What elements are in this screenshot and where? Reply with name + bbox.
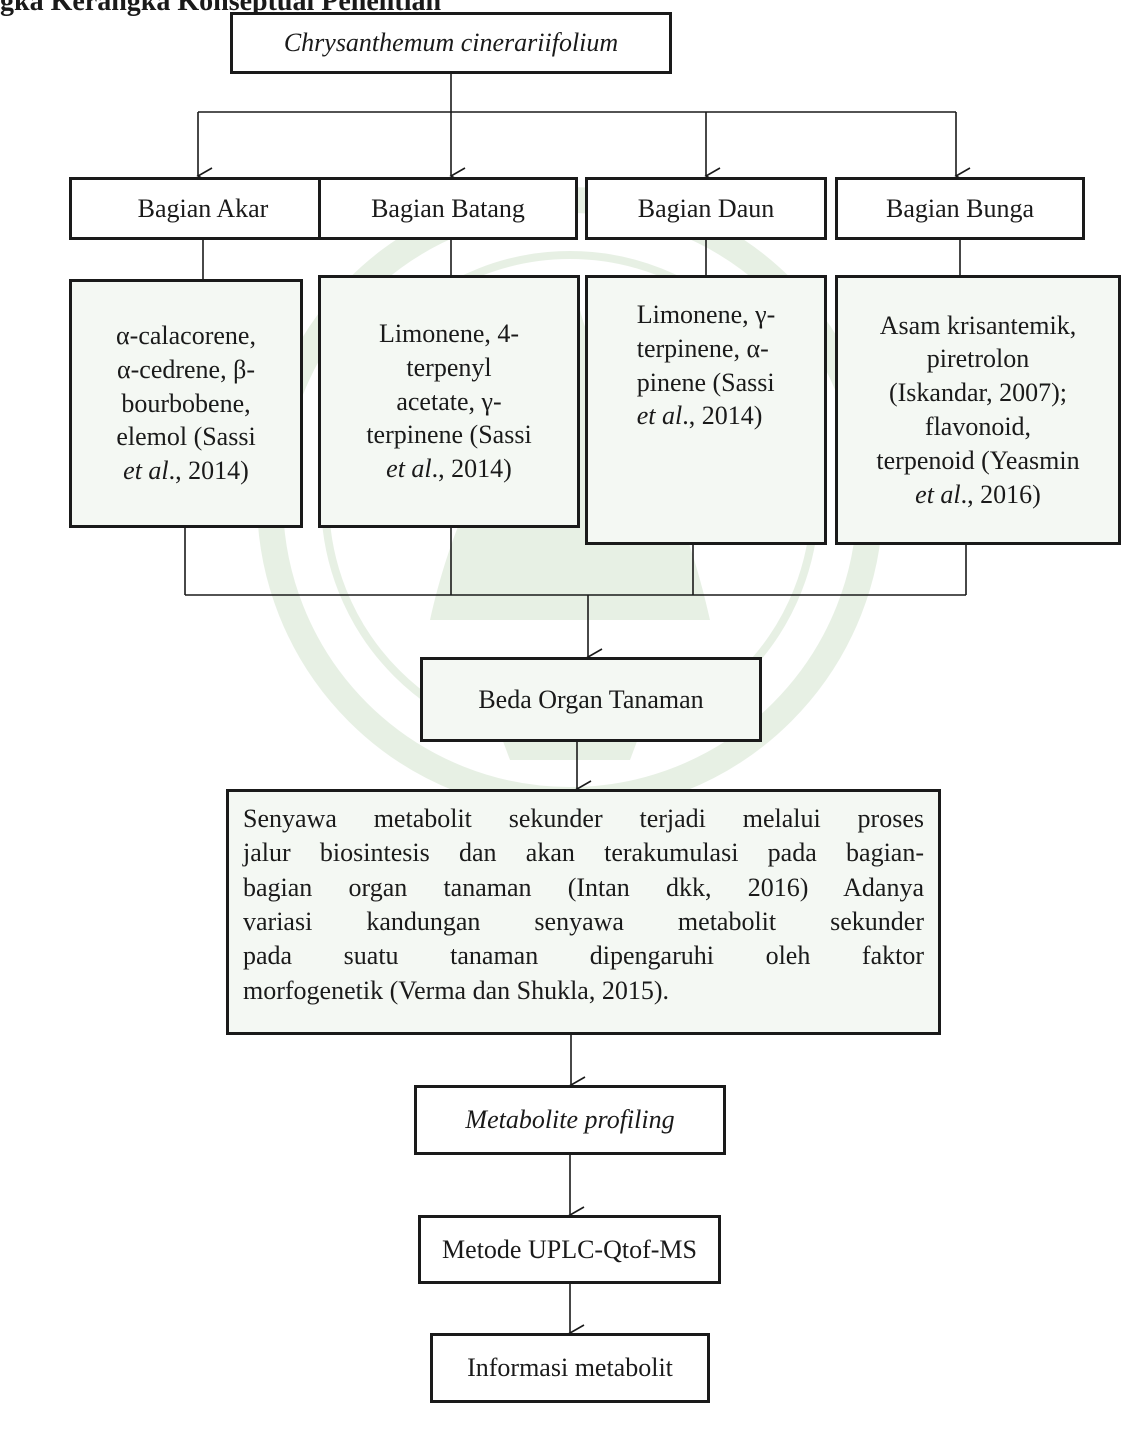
root-node: Chrysanthemum cinerariifolium [230,12,672,74]
compound-line: terpenoid (Yeasmin [876,445,1080,475]
compound-line: Limonene, γ- [636,300,776,329]
compound-line: (Iskandar, 2007); [888,378,1067,408]
explanation-line: jalur biosintesis dan akan terakumulasi … [243,838,924,868]
compound-line: α-calacorene, [116,321,256,350]
compound-line: pinene (Sassi [636,367,775,397]
result-label: Informasi metabolit [467,1353,673,1383]
part-label: Bagian Bunga [885,193,1035,223]
compound-line: flavonoid, [924,412,1032,441]
compound-line: elemol (Sassi [116,422,256,452]
explanation-node: Senyawa metabolit sekunder terjadi melal… [226,789,941,1035]
compound-line: terpinene, α- [636,333,769,363]
explanation-line: pada suatu tanaman dipengaruhi oleh fakt… [243,941,924,971]
compound-citation: et al., 2014) [386,454,512,484]
compound-line: terpinene (Sassi [366,420,532,450]
method-node: Metode UPLC-Qtof-MS [418,1215,721,1284]
compound-line: α-cedrene, β- [117,354,255,384]
compound-citation: et al., 2014) [123,456,249,486]
compounds-batang: Limonene, 4- terpenyl acetate, γ- terpin… [318,275,580,528]
compound-line: Asam krisantemik, [879,310,1077,340]
profiling-label: Metabolite profiling [465,1105,675,1135]
compounds-daun: Limonene, γ- terpinene, α- pinene (Sassi… [585,275,827,545]
root-label: Chrysanthemum cinerariifolium [283,28,619,58]
part-node-daun: Bagian Daun [585,177,827,240]
compound-citation: et al., 2014) [636,401,763,431]
part-node-bunga: Bagian Bunga [835,177,1085,240]
compound-line: piretrolon [926,344,1030,374]
explanation-line: Senyawa metabolit sekunder terjadi melal… [243,804,924,833]
explanation-line: bagian organ tanaman (Intan dkk, 2016) A… [243,872,924,902]
part-label: Bagian Akar [137,193,269,223]
organ-difference-node: Beda Organ Tanaman [420,657,762,742]
result-node: Informasi metabolit [430,1333,710,1403]
part-node-akar: Bagian Akar [69,177,337,240]
part-node-batang: Bagian Batang [318,177,578,240]
organ-difference-label: Beda Organ Tanaman [478,684,704,714]
part-label: Bagian Daun [637,193,775,223]
compound-line: bourbobene, [121,388,251,418]
part-label: Bagian Batang [371,193,525,223]
method-label: Metode UPLC-Qtof-MS [442,1234,697,1264]
compound-line: terpenyl [406,352,492,382]
profiling-node: Metabolite profiling [414,1085,726,1155]
compound-line: Limonene, 4- [378,319,520,348]
compound-citation: et al., 2016) [915,479,1041,509]
compound-line: acetate, γ- [396,386,502,416]
compounds-bunga: Asam krisantemik, piretrolon (Iskandar, … [835,275,1121,545]
explanation-line: variasi kandungan senyawa metabolit seku… [243,906,924,936]
compounds-akar: α-calacorene, α-cedrene, β- bourbobene, … [69,279,303,528]
explanation-line: morfogenetik (Verma dan Shukla, 2015). [243,975,670,1005]
